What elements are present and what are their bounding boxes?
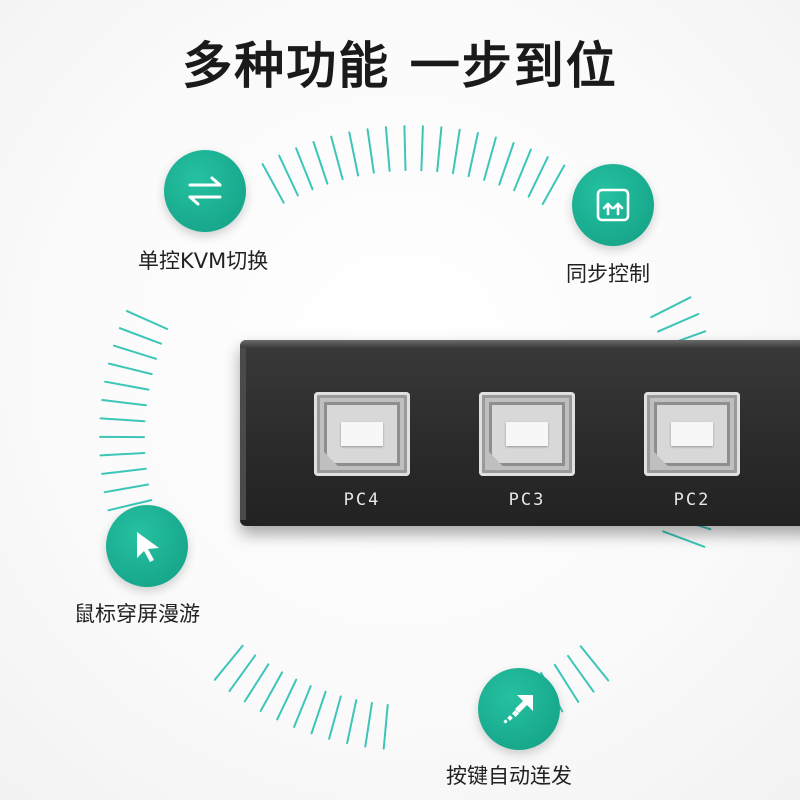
port-label-pc2: PC2 — [673, 490, 711, 510]
ring-tick — [99, 452, 146, 457]
auto-fire-arrow-icon — [478, 668, 560, 750]
ring-tick — [103, 483, 150, 494]
ring-tick — [467, 132, 479, 178]
ring-tick — [126, 310, 169, 330]
ring-tick — [104, 380, 150, 391]
ring-tick — [346, 699, 358, 745]
ring-tick — [483, 136, 497, 181]
ring-tick — [228, 654, 257, 693]
ring-tick — [259, 671, 284, 712]
feature-label-mouse-roaming: 鼠标穿屏漫游 — [74, 602, 200, 626]
ring-tick — [498, 142, 515, 186]
usb-b-port-pc3 — [479, 392, 575, 476]
ring-tick — [261, 163, 285, 204]
ring-tick — [101, 399, 147, 407]
ring-tick — [276, 678, 298, 721]
ring-tick — [420, 125, 424, 172]
feature-label-sync-control: 同步控制 — [566, 262, 650, 286]
ring-tick — [213, 644, 244, 681]
kvm-switch-device: PC4 PC3 PC2 — [240, 340, 800, 526]
sync-control-icon — [572, 164, 654, 246]
ring-tick — [579, 645, 610, 682]
ring-tick — [99, 417, 146, 423]
ring-tick — [384, 126, 391, 172]
ring-tick — [293, 685, 312, 728]
page-headline: 多种功能 一步到位 — [182, 37, 618, 95]
feature-label-kvm-switch: 单控KVM切换 — [138, 249, 269, 273]
ring-tick — [310, 690, 327, 735]
ring-tick — [436, 126, 443, 173]
ring-tick — [382, 703, 389, 750]
ring-tick — [243, 663, 270, 703]
ring-tick — [328, 695, 342, 740]
ring-tick — [657, 313, 700, 333]
ring-tick — [366, 128, 375, 174]
ring-tick — [541, 164, 566, 206]
usb-b-port-pc2 — [644, 392, 740, 476]
ring-tick — [452, 128, 461, 175]
ring-tick — [662, 530, 706, 548]
ring-tick — [107, 499, 153, 512]
ring-tick — [113, 344, 157, 360]
ring-tick — [295, 147, 314, 191]
usb-b-port-pc4 — [314, 392, 410, 476]
ring-tick — [553, 663, 580, 703]
ring-tick — [364, 702, 373, 748]
ring-tick — [527, 156, 549, 198]
ring-tick — [403, 125, 407, 172]
ring-tick — [330, 135, 344, 181]
ring-tick — [278, 154, 299, 197]
ring-tick — [513, 148, 532, 192]
mouse-cursor-icon — [106, 505, 188, 587]
ring-tick — [650, 296, 692, 319]
feature-label-auto-repeat: 按键自动连发 — [446, 764, 572, 788]
ring-tick — [312, 141, 329, 185]
ring-tick — [108, 362, 153, 376]
ring-tick — [118, 327, 163, 345]
port-label-pc4: PC4 — [343, 490, 381, 510]
port-label-pc3: PC3 — [508, 490, 546, 510]
ring-tick — [567, 654, 595, 693]
ring-tick — [101, 467, 147, 475]
ring-tick — [348, 131, 360, 177]
switch-arrows-icon — [164, 150, 246, 232]
